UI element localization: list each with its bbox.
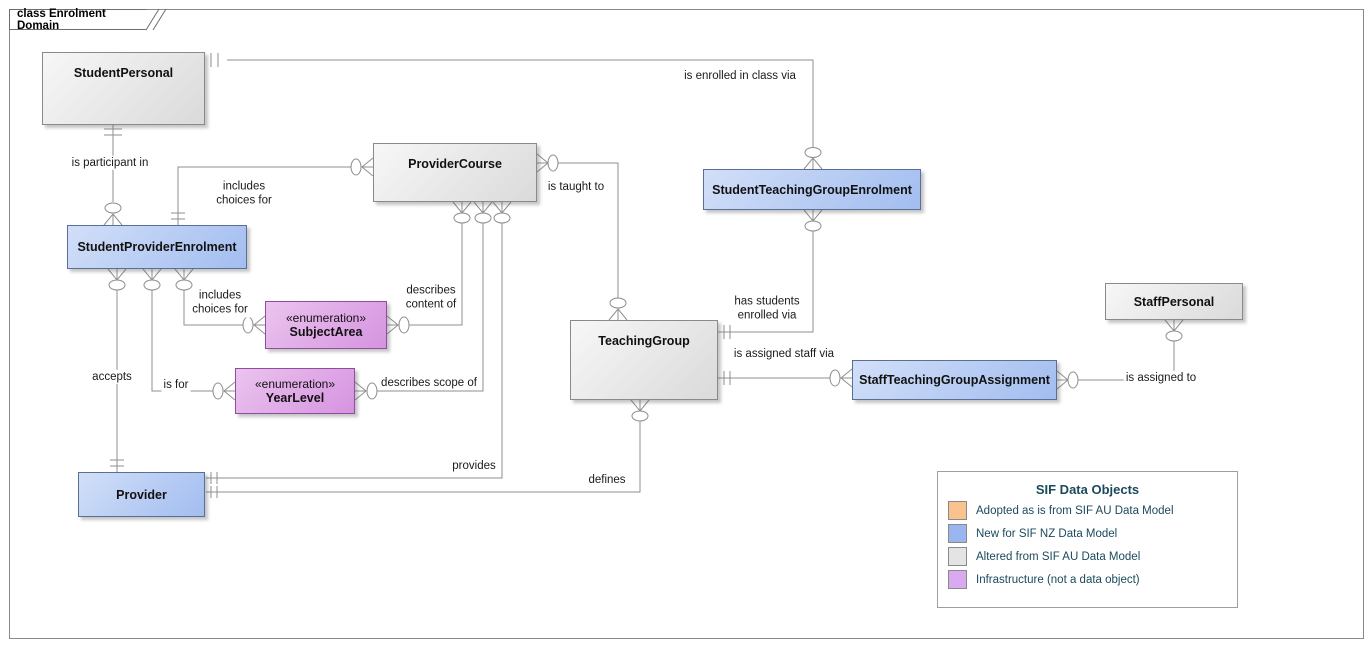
tab-diagonal-line [152, 8, 167, 31]
edge-is-assigned-staff-via [718, 368, 853, 388]
node-label: ProviderCourse [408, 157, 502, 171]
node-teaching-group[interactable]: TeachingGroup [570, 320, 718, 400]
legend: SIF Data Objects Adopted as is from SIF … [937, 471, 1238, 608]
edge-label-is-participant-in: is participant in [69, 155, 151, 171]
diagram-tab: class Enrolment Domain [9, 7, 146, 32]
legend-item: Altered from SIF AU Data Model [948, 547, 1237, 566]
node-staff-personal[interactable]: StaffPersonal [1105, 283, 1243, 320]
node-label: StudentPersonal [73, 66, 174, 80]
node-label: StaffTeachingGroupAssignment [859, 373, 1050, 387]
node-label: StudentTeachingGroupEnrolment [712, 182, 912, 197]
edge-label-describes-content-of: describes content of [403, 283, 459, 313]
edge-provides [206, 201, 512, 484]
node-label: YearLevel [265, 391, 325, 405]
node-stereotype: «enumeration» [254, 377, 336, 391]
node-label: TeachingGroup [598, 334, 690, 348]
edge-label-is-assigned-to: is assigned to [1123, 370, 1199, 386]
edge-is-participant-in [103, 125, 123, 226]
legend-item: Infrastructure (not a data object) [948, 570, 1237, 589]
node-provider-course[interactable]: ProviderCourse [373, 143, 537, 202]
diagram-frame [9, 9, 1364, 639]
legend-swatch-infrastructure [948, 570, 967, 589]
edge-label-includes-choices-for: includes choices for [214, 179, 274, 209]
edge-includes-choices-for-course [171, 157, 374, 225]
node-label: StudentProviderEnrolment [77, 240, 237, 254]
edge-is-taught-to [536, 153, 628, 321]
edge-describes-scope-of [354, 201, 493, 401]
node-label: SubjectArea [289, 325, 363, 339]
legend-swatch-adopted [948, 501, 967, 520]
node-subject-area[interactable]: «enumeration» SubjectArea [265, 301, 387, 349]
legend-item-label: Infrastructure (not a data object) [976, 573, 1140, 586]
legend-item: Adopted as is from SIF AU Data Model [948, 501, 1237, 520]
edge-label-has-students-enrolled-via: has students enrolled via [732, 294, 802, 324]
node-student-teaching-group-enrolment[interactable]: StudentTeachingGroupEnrolment [703, 169, 921, 210]
node-student-personal[interactable]: StudentPersonal [42, 52, 205, 125]
edge-label-provides: provides [450, 458, 498, 474]
edge-label-is-enrolled-in-class-via: is enrolled in class via [682, 68, 798, 84]
edge-label-describes-scope-of: describes scope of [379, 375, 479, 391]
node-label: StaffPersonal [1133, 294, 1215, 309]
edge-is-enrolled-in-class-via [210, 53, 823, 170]
legend-swatch-new [948, 524, 967, 543]
legend-item-label: Adopted as is from SIF AU Data Model [976, 504, 1174, 517]
legend-swatch-altered [948, 547, 967, 566]
edge-label-is-taught-to: is taught to [545, 179, 607, 195]
legend-title: SIF Data Objects [1035, 482, 1140, 497]
tab-diagonal-line [145, 8, 160, 31]
legend-item: New for SIF NZ Data Model [948, 524, 1237, 543]
edge-label-is-for: is for [161, 377, 191, 393]
node-student-provider-enrolment[interactable]: StudentProviderEnrolment [67, 225, 247, 269]
legend-item-label: New for SIF NZ Data Model [976, 527, 1118, 540]
edge-describes-content-of [386, 201, 472, 335]
node-label: Provider [116, 487, 167, 502]
edge-label-includes-choices-for-2: includes choices for [190, 288, 250, 318]
node-stereotype: «enumeration» [285, 311, 367, 325]
node-staff-teaching-group-assignment[interactable]: StaffTeachingGroupAssignment [852, 360, 1057, 400]
edge-label-is-assigned-staff-via: is assigned staff via [731, 346, 837, 362]
edge-defines [206, 399, 650, 498]
edge-has-students-enrolled-via [718, 209, 823, 339]
legend-item-label: Altered from SIF AU Data Model [976, 550, 1141, 563]
edge-label-accepts: accepts [90, 369, 134, 385]
diagram-tab-label: class Enrolment Domain [17, 7, 106, 32]
edge-label-defines: defines [586, 472, 628, 488]
node-year-level[interactable]: «enumeration» YearLevel [235, 368, 355, 414]
edge-is-for [142, 268, 236, 401]
node-provider[interactable]: Provider [78, 472, 205, 517]
